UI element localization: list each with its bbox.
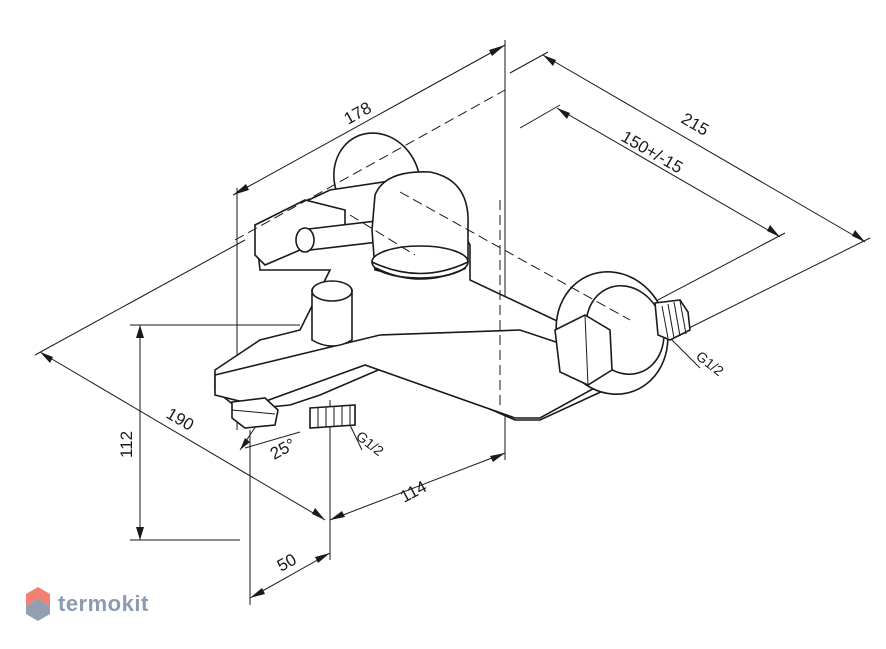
dim-178: 178 <box>341 98 375 128</box>
hidden-lines <box>234 89 631 410</box>
dim-25-deg: 25° <box>267 435 299 464</box>
thread-label-spout: G1/2 <box>353 428 387 459</box>
dim-150: 150+/-15 <box>618 127 686 177</box>
dim-50: 50 <box>274 550 300 576</box>
dim-190: 190 <box>163 404 197 435</box>
thread-label-wall: G1/2 <box>693 348 727 379</box>
dim-114: 114 <box>397 477 430 507</box>
dim-215: 215 <box>678 109 712 140</box>
dimension-lines <box>34 40 871 605</box>
dim-112: 112 <box>117 431 136 458</box>
watermark: termokit <box>24 586 149 622</box>
termokit-logo-icon <box>26 587 50 621</box>
faucet-drawing <box>214 132 691 505</box>
watermark-brand: termokit <box>58 591 149 616</box>
